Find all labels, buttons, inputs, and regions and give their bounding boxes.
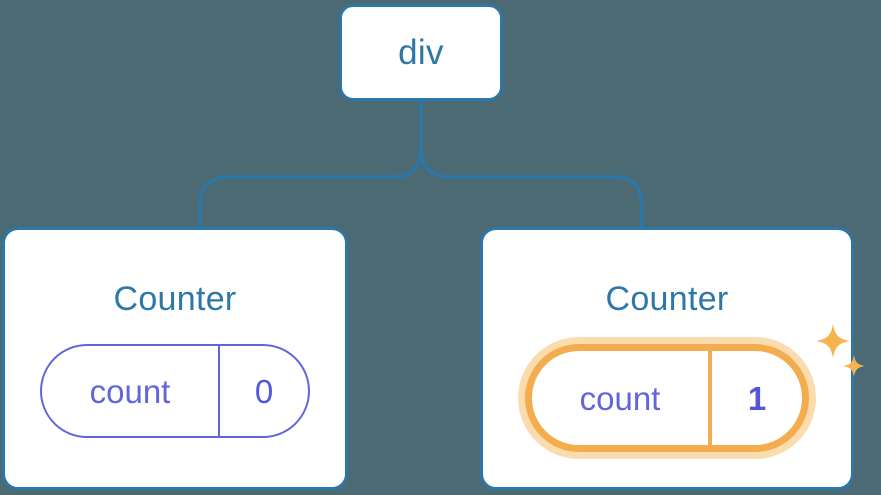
counter-left-state-wrap: count 0 bbox=[40, 344, 310, 438]
counter-right-title: Counter bbox=[605, 280, 729, 318]
state-key-label: count bbox=[532, 351, 712, 445]
sparkle-large-icon bbox=[816, 324, 850, 358]
node-div[interactable]: div bbox=[339, 4, 503, 101]
state-pill-count-left[interactable]: count 0 bbox=[40, 344, 310, 438]
state-pill-count-right[interactable]: count 1 bbox=[525, 344, 809, 452]
node-counter-right[interactable]: Counter count 1 bbox=[480, 227, 865, 490]
state-key-label: count bbox=[42, 346, 220, 436]
connector-to-right-child bbox=[419, 99, 644, 229]
connector-to-left-child bbox=[198, 99, 423, 229]
node-div-label: div bbox=[398, 33, 444, 72]
state-value-label: 1 bbox=[747, 379, 767, 417]
state-value-label: 0 bbox=[254, 372, 274, 410]
node-counter-left[interactable]: Counter count 0 bbox=[2, 227, 348, 490]
counter-left-title: Counter bbox=[113, 280, 237, 318]
counter-right-state-wrap: count 1 bbox=[525, 324, 865, 452]
